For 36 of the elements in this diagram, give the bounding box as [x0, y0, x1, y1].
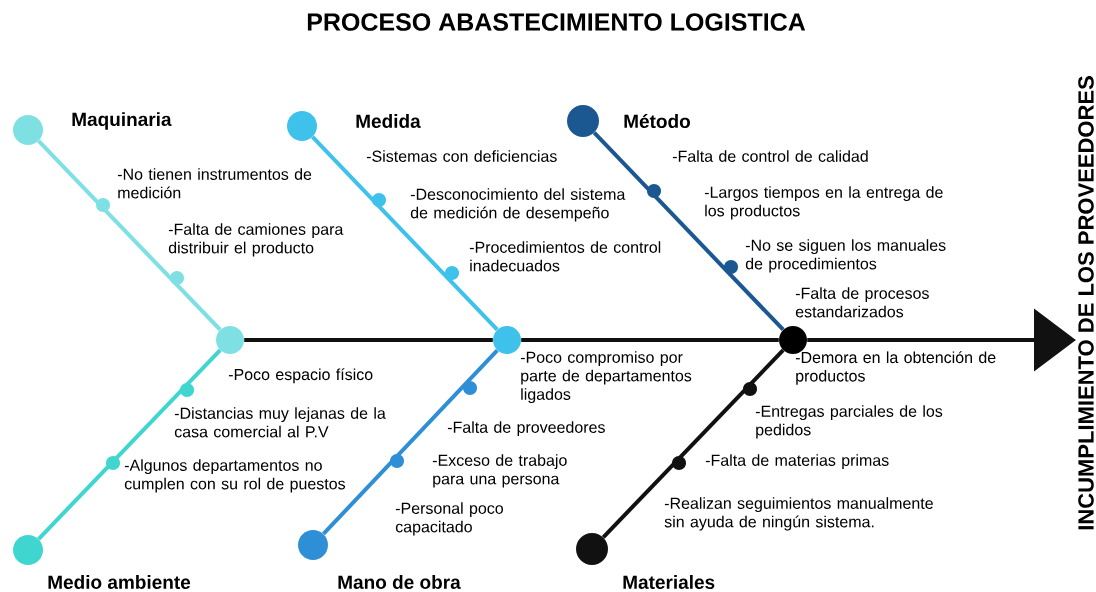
cause-text: -Poco compromiso por parte de departamentos ligados [520, 351, 692, 404]
cause-text: -Falta de materias primas [705, 454, 889, 470]
cause-text: -Entregas parciales de los pedidos [755, 405, 943, 439]
bone-line [521, 338, 779, 342]
category-heading: Medida [356, 114, 421, 128]
junction-circle [216, 326, 244, 354]
cause-text: -Desconocimiento del sistema de medición de desempeño [410, 188, 626, 222]
bone-line [244, 338, 493, 342]
title: PROCESO ABASTECIMIENTO LOGISTICA [307, 13, 806, 31]
cause-text: -Demora en la obtención de productos [795, 351, 996, 385]
effect-label: INCUMPLIMIENTO DE LOS PROVEEDORES [1078, 76, 1094, 530]
cause-text: -Falta de proveedores [447, 421, 605, 437]
category-heading: Medio ambiente [48, 575, 191, 589]
bone-line [592, 131, 785, 332]
bone-line [37, 348, 222, 541]
bone-line [601, 348, 785, 539]
cause-text: -Sistemas con deficiencias [366, 150, 557, 162]
cause-text: -Falta de camiones para distribuir el producto [168, 223, 344, 257]
bone-line [322, 348, 499, 536]
cause-text: -Exceso de trabajo para una persona [432, 454, 567, 488]
cause-text: -No tienen instrumentos de medición [117, 168, 312, 199]
cause-text: -Falta de procesos estandarizados [795, 287, 929, 318]
bone-line [37, 139, 222, 332]
junction-circle [779, 326, 807, 354]
cause-text: -Algunos departamentos no cumplen con su rol de puestos [124, 459, 346, 493]
bone-line [311, 135, 499, 332]
cause-text: -Largos tiempos en la entrega de los productos [704, 186, 943, 220]
cause-text: -Realizan seguimientos manualmente sin ayuda de ningún sistema. [664, 497, 933, 531]
cause-text: -Personal poco capacitado [395, 502, 503, 536]
category-heading: Mano de obra [338, 575, 461, 589]
category-heading: Materiales [623, 575, 715, 589]
cause-text: -Distancias muy lejanas de la casa comercial al P.V [174, 407, 386, 438]
junction-circle [493, 326, 521, 354]
category-heading: Método [624, 113, 690, 129]
category-heading: Maquinaria [72, 112, 172, 130]
cause-text: -Falta de control de calidad [672, 150, 868, 162]
